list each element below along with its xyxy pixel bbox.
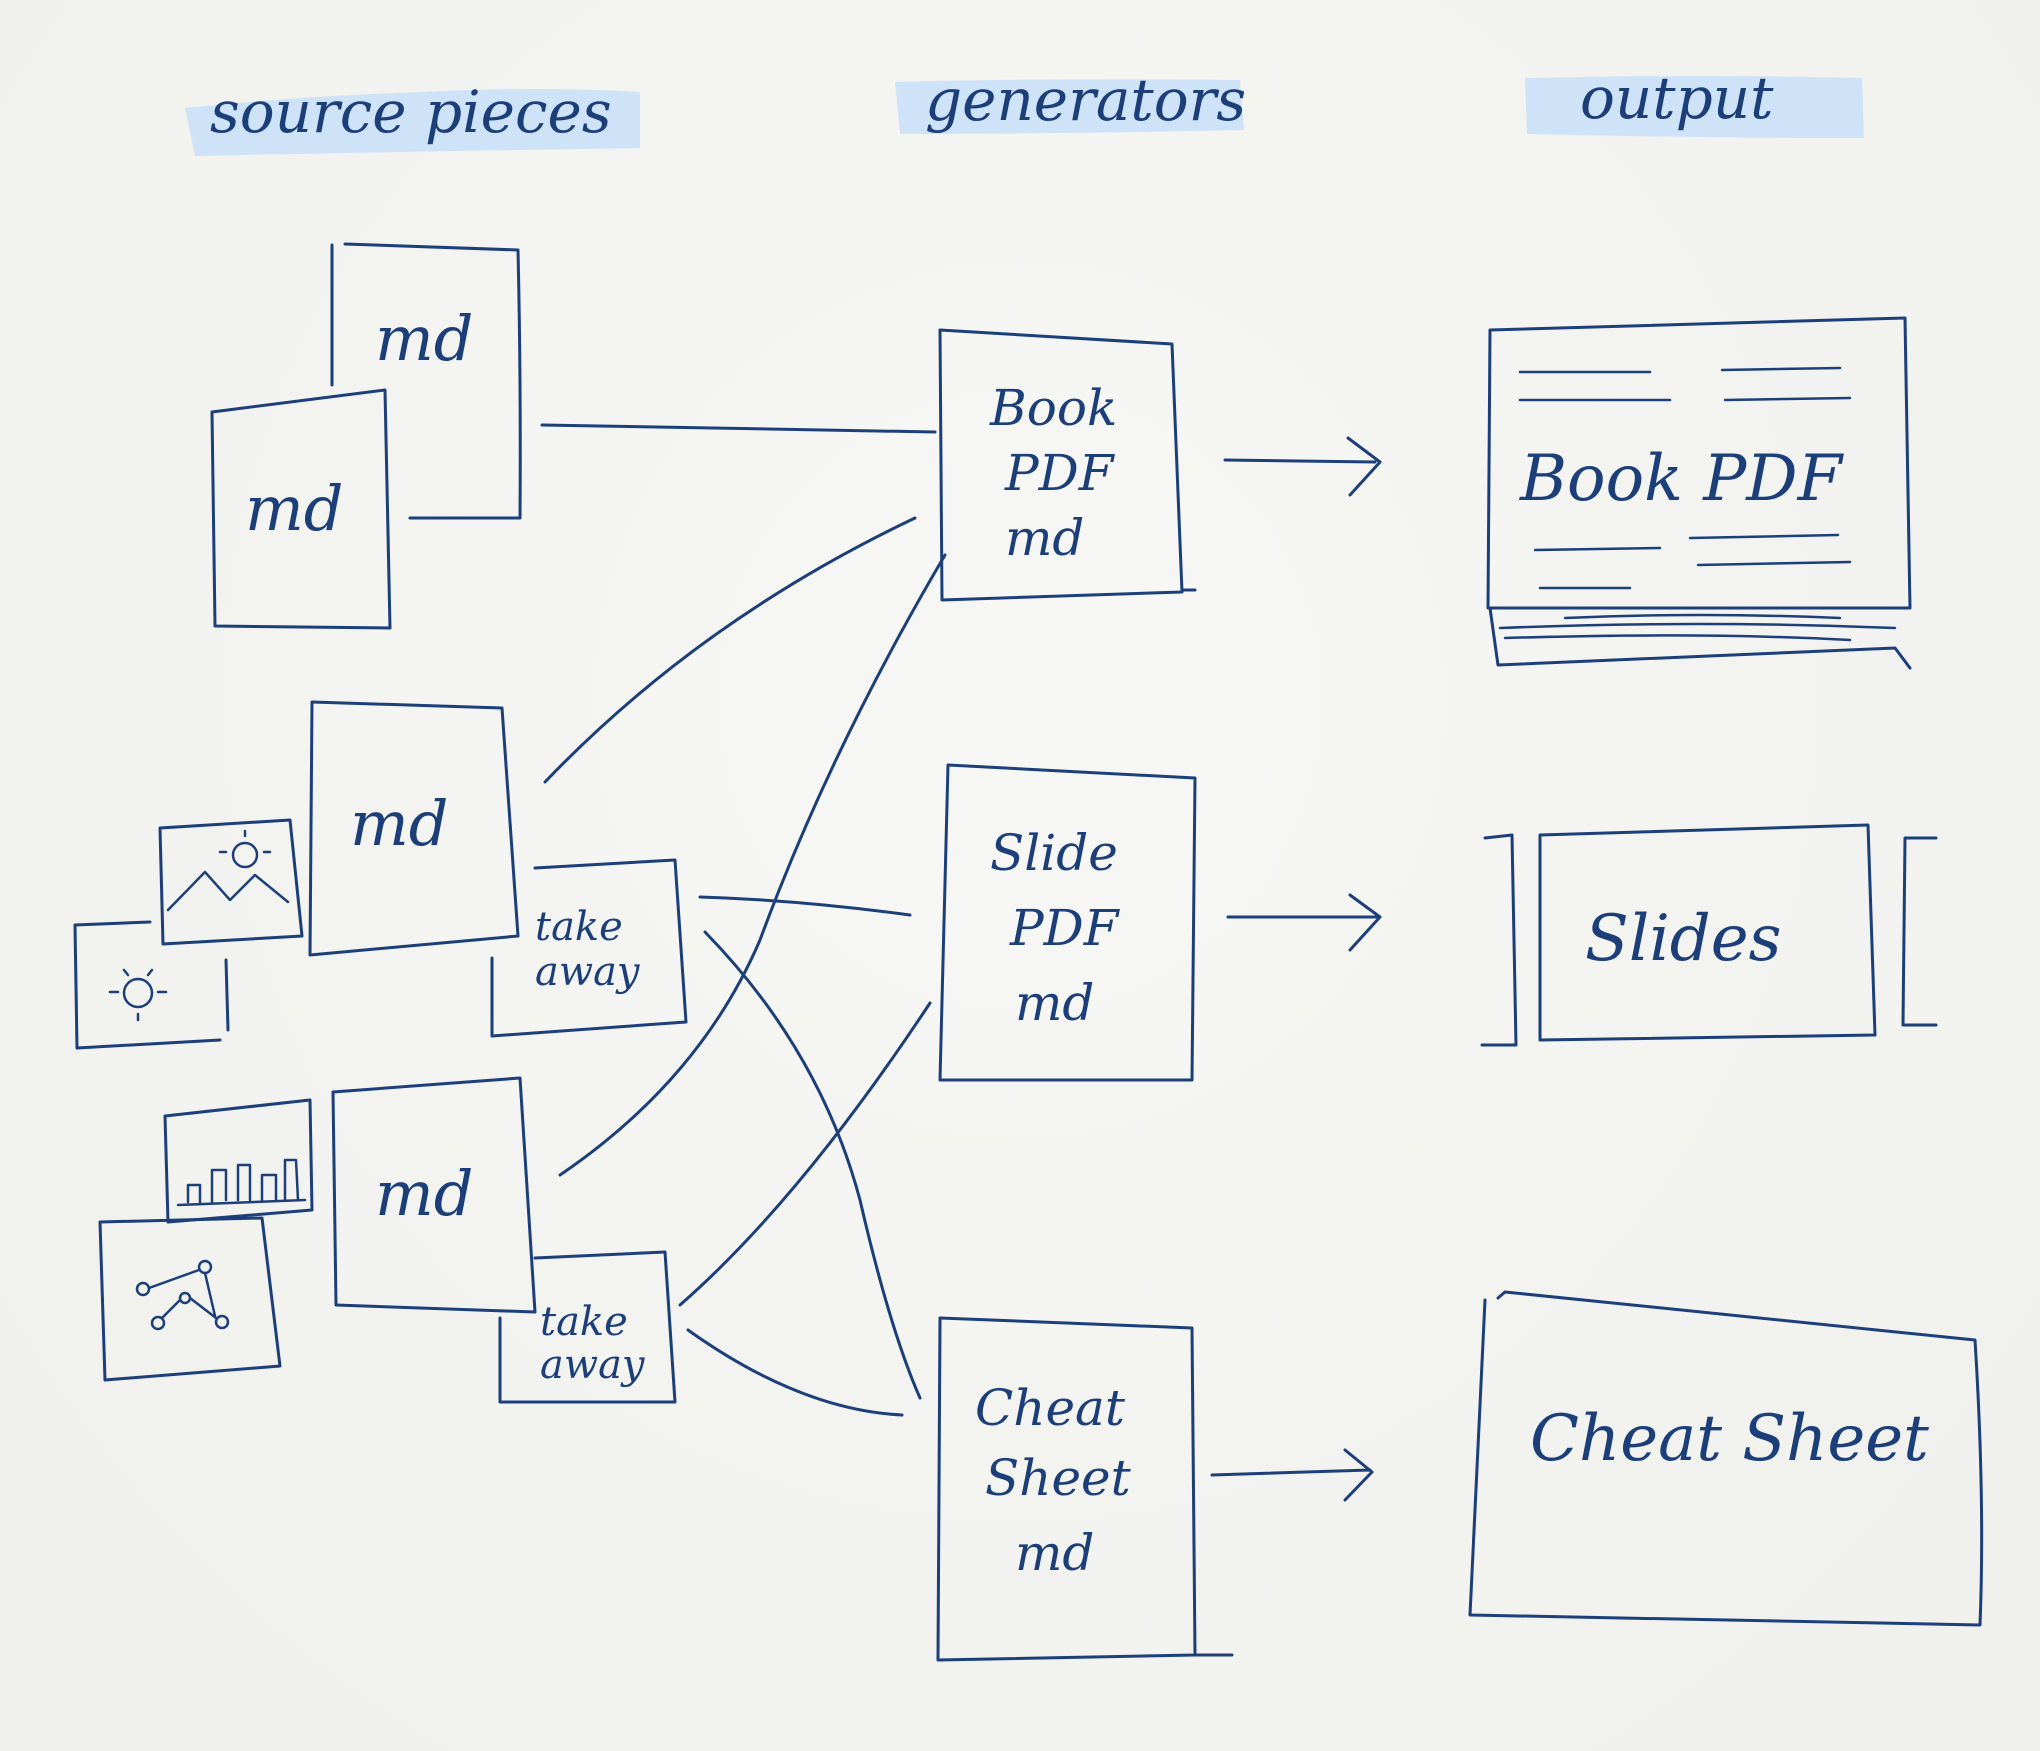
connector-take3-cheat — [686, 1328, 904, 1417]
open-book-icon — [1486, 316, 1912, 670]
generator-cheat-sheet: Cheat Sheet md — [936, 1316, 1234, 1662]
output-arrows — [1210, 436, 1382, 1502]
generator-book-line3: md — [1005, 509, 1084, 567]
sun-icon — [108, 968, 168, 1022]
slide-deck-icon — [1480, 823, 1938, 1047]
generator-book-line2: PDF — [1004, 444, 1116, 502]
source-group-1: md md — [210, 242, 522, 630]
md-doc-3 — [331, 1076, 537, 1314]
source-group-3: md take away — [98, 1076, 677, 1404]
output-slides: Slides — [1480, 823, 1938, 1047]
connectors — [540, 423, 947, 1417]
image-card-sun — [73, 920, 230, 1050]
connector-take3-slide — [678, 1001, 932, 1307]
connector-md2-book — [543, 516, 917, 784]
output-cheat-label: Cheat Sheet — [1530, 1402, 1929, 1476]
generator-slide-pdf: Slide PDF md — [938, 763, 1197, 1082]
header-source-pieces: source pieces — [185, 78, 640, 156]
md-doc-2-label: md — [350, 787, 448, 860]
generator-slide-line1: Slide — [990, 824, 1118, 882]
md-doc-front-label: md — [245, 472, 343, 545]
sheet-icon — [1468, 1290, 1984, 1627]
image-card-bar-chart — [163, 1098, 314, 1224]
generator-slide-line3: md — [1015, 974, 1094, 1032]
takeaway-card-3 — [498, 1250, 677, 1404]
generator-cheat-line3: md — [1015, 1524, 1094, 1582]
takeaway-2-line1: take — [535, 904, 623, 950]
md-doc-2 — [308, 700, 520, 957]
takeaway-card-2 — [490, 858, 688, 1038]
arrow-slide — [1226, 893, 1382, 952]
header-generators-label: generators — [925, 66, 1246, 134]
generator-book-line1: Book — [989, 379, 1117, 437]
generator-cheat-box — [936, 1316, 1234, 1662]
md-doc-3-label: md — [375, 1157, 473, 1230]
mountain-sun-icon — [166, 829, 290, 912]
image-card-mountain — [158, 818, 304, 946]
output-book-label: Book PDF — [1519, 442, 1845, 516]
connector-g1-book — [540, 423, 937, 434]
arrow-book — [1223, 436, 1382, 497]
connector-md3-book — [558, 553, 947, 1177]
md-doc-back-label: md — [375, 302, 473, 375]
generator-slide-box — [938, 763, 1197, 1082]
header-output: output — [1525, 64, 1864, 138]
arrow-cheat — [1210, 1448, 1374, 1502]
generator-book-box — [938, 328, 1197, 602]
takeaway-2-line2: away — [535, 949, 641, 995]
header-output-label: output — [1580, 64, 1774, 132]
output-slides-label: Slides — [1585, 902, 1781, 976]
connector-take2-slide — [698, 895, 912, 917]
md-doc-front — [210, 388, 392, 630]
header-generators: generators — [895, 66, 1246, 134]
generator-cheat-line1: Cheat — [975, 1379, 1126, 1437]
generator-slide-line2: PDF — [1009, 899, 1121, 957]
generator-cheat-line2: Sheet — [985, 1449, 1132, 1507]
output-cheat-sheet: Cheat Sheet — [1468, 1290, 1984, 1627]
md-doc-back — [330, 242, 522, 520]
header-source-label: source pieces — [210, 78, 612, 146]
takeaway-3-line2: away — [540, 1342, 646, 1388]
connector-take2-cheat — [703, 930, 922, 1400]
graph-nodes-icon — [135, 1259, 230, 1331]
takeaway-3-line1: take — [540, 1299, 628, 1345]
generator-book-pdf: Book PDF md — [938, 328, 1197, 602]
output-book-pdf: Book PDF — [1486, 316, 1912, 670]
source-group-2: md take away — [73, 700, 688, 1050]
bar-chart-icon — [176, 1158, 307, 1207]
